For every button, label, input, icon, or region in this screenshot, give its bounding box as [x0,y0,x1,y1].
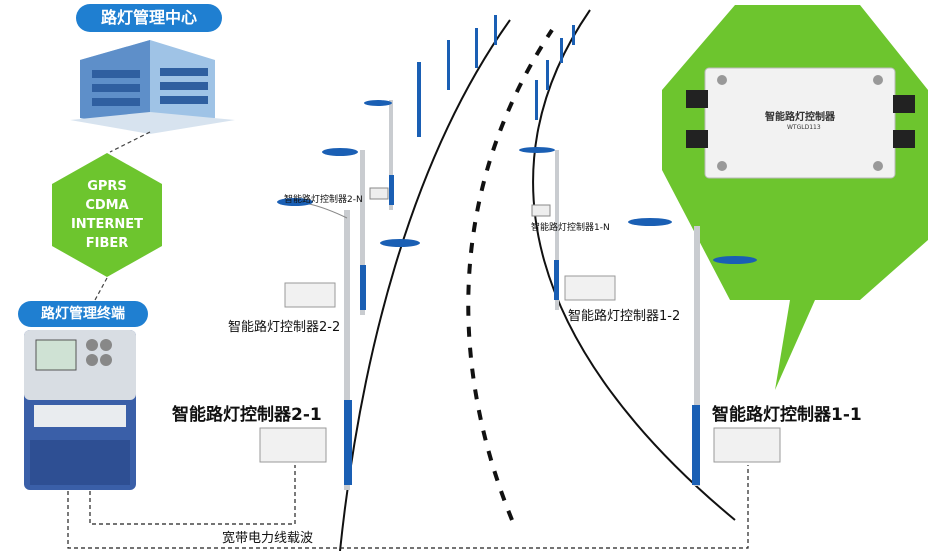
controller-box-2-n [369,187,389,200]
terminal-meter [24,330,136,490]
pole-1-1 [628,218,757,486]
network-gprs: GPRS [87,179,127,194]
pole-2-n [364,100,394,210]
device-callout-hexagon [662,5,928,390]
device-model: WTGLD113 [787,124,821,131]
pole-1-2 [519,147,559,310]
link-network-terminal [94,277,108,301]
link-center-network [109,131,151,153]
pole-2-1 [277,198,352,490]
controller-box-1-1 [713,427,781,463]
management-center-building [70,40,235,134]
controller-label-1-1: 智能路灯控制器1-1 [712,405,862,425]
controller-box-2-2 [284,282,336,308]
controller-box-2-1 [259,427,327,463]
device-box-large [704,67,896,179]
controller-box-1-2 [564,275,616,301]
network-hexagon [52,153,162,277]
road-right-edge [532,9,736,521]
bus-line-inner [89,465,296,525]
controller-label-1-n: 智能路灯控制器1-N [531,223,610,233]
controller-label-1-2: 智能路灯控制器1-2 [568,309,681,324]
network-cdma: CDMA [85,198,129,213]
management-center-label: 路灯管理中心 [76,4,222,32]
controller-box-1-n [531,204,551,217]
bus-label: 宽带电力线载波 [222,531,314,546]
terminal-label: 路灯管理终端 [18,301,148,327]
bus-line-outer [67,465,749,549]
network-types: GPRS CDMA INTERNET FIBER [52,153,162,277]
controller-label-2-2: 智能路灯控制器2-2 [228,320,341,335]
network-fiber: FIBER [85,236,129,251]
road-center-dashed [466,28,554,521]
controller-label-2-n: 智能路灯控制器2-N [284,195,363,205]
network-internet: INTERNET [70,217,144,232]
pole-2-2 [322,148,420,315]
controller-label-2-1: 智能路灯控制器2-1 [172,405,322,425]
device-name: 智能路灯控制器 [765,112,835,123]
